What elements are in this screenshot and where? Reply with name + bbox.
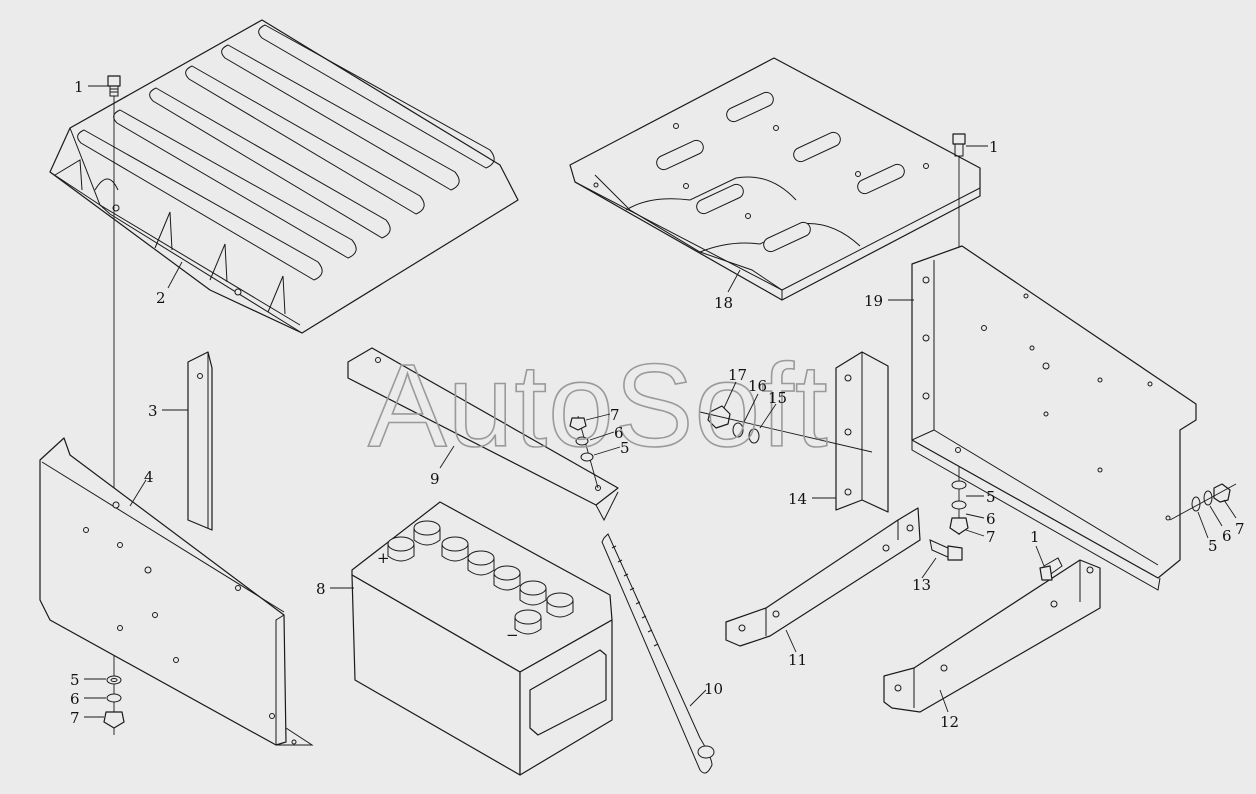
callout-5: 5 — [70, 671, 80, 689]
fastener-stack-right-end — [1169, 483, 1237, 521]
fastener-stack-bracket — [699, 405, 873, 453]
part-12-bar — [883, 559, 1101, 713]
callout-13: 13 — [912, 576, 931, 594]
callout-6: 6 — [614, 424, 624, 442]
callout-7: 7 — [610, 406, 620, 424]
part-8-battery: + − — [351, 501, 613, 776]
callout-7: 7 — [1235, 520, 1245, 538]
callout-17: 17 — [728, 366, 747, 384]
callout-6: 6 — [70, 690, 80, 708]
part-1-bolt-lower — [1039, 557, 1063, 581]
fastener-stack-clamp — [569, 417, 594, 462]
callout-5: 5 — [620, 439, 630, 457]
callout-6: 6 — [986, 510, 996, 528]
battery-minus-mark: − — [506, 626, 519, 644]
watermark-text: AutoSoft — [368, 340, 829, 472]
callout-1: 1 — [989, 138, 999, 156]
part-11-bar — [725, 507, 921, 647]
callout-5: 5 — [1208, 537, 1218, 555]
part-3-angle-strip — [187, 351, 213, 531]
callout-7: 7 — [986, 528, 996, 546]
callout-2: 2 — [156, 289, 166, 307]
callout-8: 8 — [316, 580, 326, 598]
callout-10: 10 — [704, 680, 723, 698]
callout-19: 19 — [864, 292, 883, 310]
callout-9: 9 — [430, 470, 440, 488]
part-14-angle-bracket — [835, 351, 889, 513]
part-18-tray — [569, 57, 981, 301]
callout-labels: 1 2 3 4 5 6 7 8 9 7 6 5 10 17 16 15 18 1… — [70, 78, 1245, 731]
callout-12: 12 — [940, 713, 959, 731]
fastener-stack-left — [103, 675, 125, 729]
part-4-left-plate — [39, 437, 314, 746]
callout-16: 16 — [748, 377, 767, 395]
callout-7: 7 — [70, 709, 80, 727]
callout-1: 1 — [1030, 528, 1040, 546]
battery-plus-mark: + — [377, 549, 390, 567]
leader-lines — [84, 85, 1237, 718]
part-19-side-plate — [911, 245, 1197, 591]
callout-6: 6 — [1222, 527, 1232, 545]
callout-4: 4 — [144, 468, 154, 486]
callout-3: 3 — [148, 402, 158, 420]
callout-15: 15 — [768, 389, 787, 407]
part-13-bolt — [929, 539, 963, 561]
fastener-stack-right-center — [949, 480, 969, 535]
callout-1: 1 — [74, 78, 84, 96]
part-2-ribbed-cover — [49, 19, 519, 334]
callout-5: 5 — [986, 488, 996, 506]
callout-14: 14 — [788, 490, 807, 508]
callout-18: 18 — [714, 294, 733, 312]
part-10-j-rod — [601, 533, 715, 774]
callout-11: 11 — [788, 651, 807, 669]
